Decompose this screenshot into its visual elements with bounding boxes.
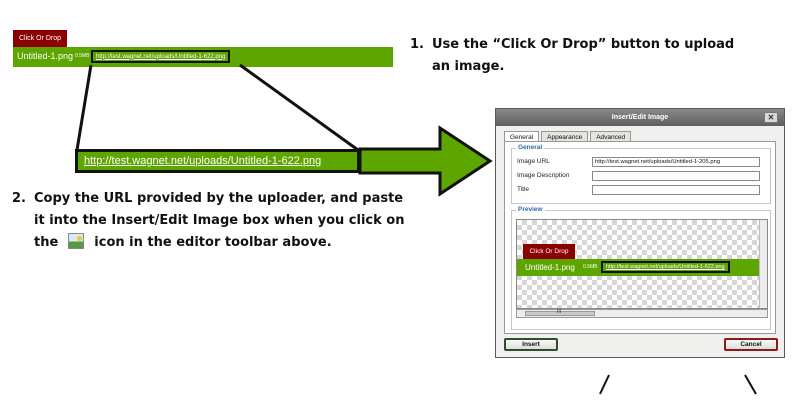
image-description-label: Image Description [517,172,570,179]
title-label: Title [517,186,530,193]
click-or-drop-button[interactable]: Click Or Drop [13,30,67,47]
title-field[interactable] [592,185,760,195]
uploaded-url-link[interactable]: http://test.wagnet.net/uploads/Untitled-… [91,50,231,63]
tab-general[interactable]: General [504,131,540,143]
dialog-title: Insert/Edit Image [611,114,669,121]
general-fieldset: General Image URL http://test.wagnet.net… [511,144,771,204]
preview-image: Click Or Drop Untitled-1.png 0.5MB http:… [516,219,768,309]
general-panel: General Image URL http://test.wagnet.net… [504,141,776,334]
close-icon[interactable]: ✕ [764,112,778,123]
general-legend: General [516,144,545,151]
dialog-tabs: General Appearance Advanced [504,131,633,143]
tab-appearance[interactable]: Appearance [541,131,589,143]
upload-result-bar: Untitled-1.png 0.5MB http://test.wagnet.… [13,47,393,67]
zoom-line-left [75,64,93,151]
instruction-step-1: 1.Use the “Click Or Drop” button to uplo… [410,37,735,74]
insert-image-icon [68,233,85,249]
zoom-line-right [239,63,359,152]
tab-advanced[interactable]: Advanced [590,131,632,143]
preview-filesize: 0.5MB [583,264,598,270]
preview-fieldset: Preview Click Or Drop Untitled-1.png 0.5… [511,206,771,330]
instruction-step-2: 2.Copy the URL provided by the uploader,… [12,191,405,250]
scroll-thumb[interactable] [525,311,595,316]
preview-legend: Preview [516,206,545,213]
preview-url-link: http://test.wagnet.net/uploads/Untitled-… [601,261,730,273]
image-description-field[interactable] [592,171,760,181]
preview-horizontal-scrollbar[interactable]: III [516,309,768,318]
cancel-button[interactable]: Cancel [724,338,778,351]
preview-line-left [599,374,610,395]
image-url-label: Image URL [517,158,550,165]
preview-click-or-drop-button: Click Or Drop [523,244,575,259]
uploaded-filesize: 0.5MB [75,53,90,59]
insert-button[interactable]: Insert [504,338,558,351]
arrow-icon [358,125,493,197]
zoomed-url: http://test.wagnet.net/uploads/Untitled-… [75,149,360,173]
preview-filename: Untitled-1.png [525,263,575,272]
image-url-field[interactable]: http://test.wagnet.net/uploads/Untitled-… [592,157,760,167]
preview-upload-bar: Untitled-1.png 0.5MB http://test.wagnet.… [517,259,767,276]
preview-vertical-scrollbar[interactable] [759,220,767,308]
preview-line-right [744,374,757,395]
insert-edit-image-dialog: Insert/Edit Image ✕ General Appearance A… [495,108,785,358]
dialog-titlebar: Insert/Edit Image ✕ [496,109,784,126]
uploaded-filename: Untitled-1.png [17,51,74,61]
scroll-grip: III [557,309,562,315]
